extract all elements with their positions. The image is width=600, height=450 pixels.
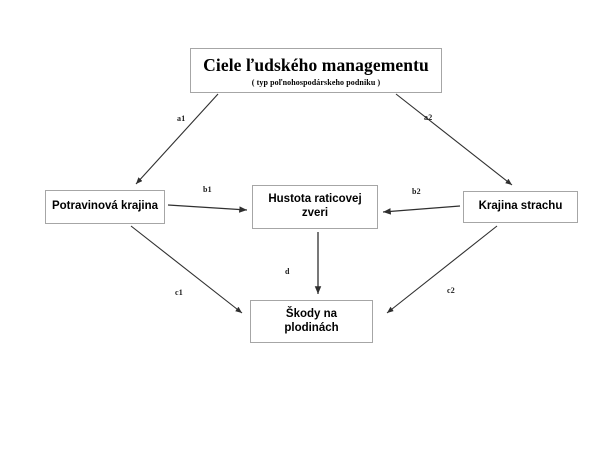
node-goal[interactable]: Ciele ľudského managementu ( typ poľnoho… <box>190 48 442 93</box>
node-crop-damage-label-line1: Škody na <box>285 307 338 320</box>
edge-label-c1: c1 <box>175 288 183 297</box>
node-food-landscape-label: Potravinová krajina <box>51 200 159 213</box>
edge-b2 <box>382 205 461 215</box>
edge-label-a1: a1 <box>177 114 186 123</box>
node-ungulate-density-label-line2: zveri <box>301 207 329 219</box>
node-food-landscape[interactable]: Potravinová krajina <box>45 190 165 224</box>
node-goal-label: Ciele ľudského managementu <box>203 55 429 76</box>
edge-label-a2: a2 <box>424 113 433 122</box>
node-crop-damage-label-line2: plodinách <box>284 321 339 334</box>
node-ungulate-density[interactable]: Hustota raticovej zveri <box>252 185 378 229</box>
edge-b1 <box>167 204 248 213</box>
edge-label-c2: c2 <box>447 286 455 295</box>
edge-label-b2: b2 <box>412 187 421 196</box>
edge-a1 <box>135 93 219 185</box>
edge-c1 <box>130 225 243 314</box>
node-goal-sublabel: ( typ poľnohospodárskeho podniku ) <box>251 77 381 87</box>
edge-label-d: d <box>285 267 290 276</box>
edge-label-b1: b1 <box>203 185 212 194</box>
edge-c2 <box>386 225 498 314</box>
node-crop-damage[interactable]: Škody na plodinách <box>250 300 373 343</box>
node-fear-landscape-label: Krajina strachu <box>478 200 563 213</box>
node-ungulate-density-label-line1: Hustota raticovej <box>268 193 362 206</box>
node-fear-landscape[interactable]: Krajina strachu <box>463 191 578 223</box>
edge-a2 <box>395 93 513 186</box>
